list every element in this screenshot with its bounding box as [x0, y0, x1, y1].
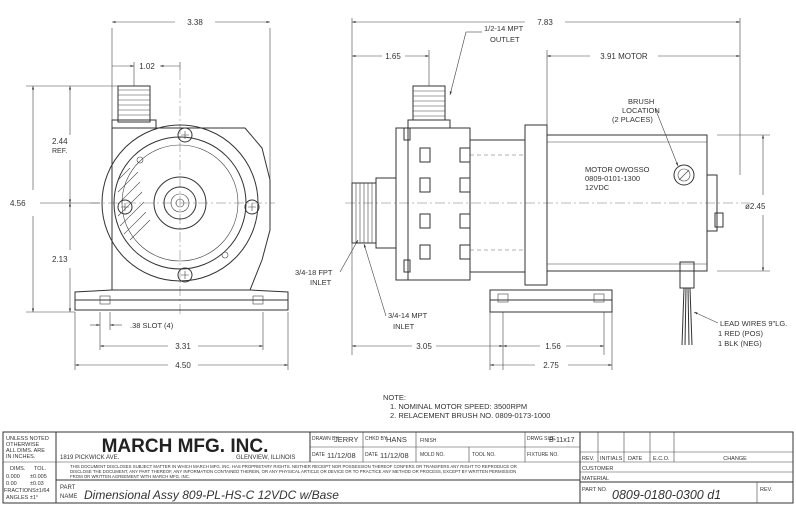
tol-l3: ALL DIMS. ARE — [6, 448, 45, 454]
fixture-label: FIXTURE NO. — [527, 452, 559, 458]
callout-lead-l3: 1 BLK (NEG) — [718, 339, 762, 348]
outlet-fitting — [111, 85, 157, 129]
company-street: 1819 PICKWICK AVE. — [60, 455, 120, 461]
drawn-label: DRAWN BY — [312, 436, 339, 442]
side-view — [345, 18, 770, 370]
callout-motor-l2: 0809-0101-1300 — [585, 174, 640, 183]
dim-outlet-offset: 1.02 — [139, 62, 155, 71]
drawn-by: JERRY — [334, 435, 358, 444]
tol-angles: ANGLES ±1° — [6, 495, 38, 501]
dim-outlet-from-face: 1.65 — [385, 52, 401, 61]
tol-t1: ±0.005 — [30, 474, 47, 480]
drwg-size: B-11x17 — [549, 437, 575, 444]
notes: NOTE: 1. NOMINAL MOTOR SPEED: 3500RPM 2.… — [383, 393, 550, 420]
callout-outlet-label: OUTLET — [490, 35, 520, 44]
initials-hdr: INITIALS — [600, 456, 623, 462]
rev-label: REV. — [760, 487, 773, 493]
dim-base-span-total: 2.75 — [543, 361, 559, 370]
date-hdr: DATE — [628, 456, 643, 462]
dim-overall-height: 4.56 — [10, 199, 26, 208]
side-inlet-fitting — [351, 177, 397, 249]
dim-motor-diameter: ø2.45 — [745, 202, 766, 211]
dim-slot: .38 SLOT (4) — [130, 321, 174, 330]
callout-brush-l2: LOCATION — [622, 106, 660, 115]
rev-hdr: REV. — [582, 456, 595, 462]
dim-base-inner: 3.31 — [175, 342, 191, 351]
callout-motor-l1: MOTOR OWOSSO — [585, 165, 650, 174]
dim-ref-label: REF. — [52, 148, 67, 155]
date-label-1: DATE — [312, 452, 326, 458]
tol-l2: OTHERWISE — [6, 442, 40, 448]
tol-fractions: FRACTIONS±1/64 — [4, 488, 50, 494]
material-label: MATERIAL — [582, 476, 609, 482]
callout-brush-l1: BRUSH — [628, 97, 654, 106]
tol-dims-hdr: DIMS. — [10, 466, 26, 472]
change-hdr: CHANGE — [723, 456, 747, 462]
eco-hdr: E.C.O. — [653, 456, 670, 462]
callout-lead-l2: 1 RED (POS) — [718, 329, 764, 338]
chkd-label: CHKD BY — [365, 436, 388, 442]
motor-body — [546, 134, 724, 272]
dim-ref-height: 2.44 — [52, 137, 68, 146]
date-1: 11/12/08 — [327, 451, 356, 460]
company-city: GLENVIEW, ILLINOIS — [236, 455, 295, 461]
date-label-2: DATE — [365, 452, 379, 458]
finish-label: FINISH — [420, 438, 437, 444]
callout-brush-l3: (2 PLACES) — [612, 115, 653, 124]
brush-location — [673, 164, 695, 186]
dim-motor-length: 3.91 MOTOR — [600, 52, 648, 61]
tol-d2: 0.00 — [6, 481, 17, 487]
customer-label: CUSTOMER — [582, 466, 613, 472]
dim-overall-length: 7.83 — [537, 18, 553, 27]
front-dimensions: 3.38 1.02 4.56 2.44 REF. 2.13 .38 SLOT (… — [10, 18, 288, 370]
callouts: 1/2-14 MPT OUTLET BRUSH LOCATION (2 PLAC… — [295, 24, 787, 348]
dim-base-outer: 4.50 — [175, 361, 191, 370]
drwg-label: DRWG SIZE — [527, 436, 556, 442]
part-no: 0809-0180-0300 d1 — [612, 488, 721, 502]
part-label: PART — [60, 485, 76, 491]
callout-lead-l1: LEAD WIRES 9"LG. — [720, 319, 787, 328]
disclaimer-1: THIS DOCUMENT DISCLOSES SUBJECT MATTER I… — [70, 464, 517, 469]
dim-inlet-to-base: 3.05 — [416, 342, 432, 351]
tol-d1: 0.000 — [6, 474, 20, 480]
dim-base-span-right: 1.56 — [545, 342, 561, 351]
lead-wires — [679, 261, 695, 346]
tol-t2: ±0.03 — [30, 481, 44, 487]
title-block: UNLESS NOTED OTHERWISE ALL DIMS. ARE IN … — [2, 431, 794, 504]
company-name: MARCH MFG. INC. — [102, 436, 269, 457]
callout-inlet-fpt-label: INLET — [310, 278, 332, 287]
dim-front-width: 3.38 — [187, 18, 203, 27]
callout-motor-l3: 12VDC — [585, 183, 610, 192]
part-no-label: PART NO. — [582, 487, 608, 493]
front-view — [26, 28, 289, 370]
screw-bosses — [117, 127, 260, 283]
part-name: Dimensional Assy 809-PL-HS-C 12VDC w/Bas… — [84, 488, 339, 502]
side-base — [489, 289, 613, 313]
tool-label: TOOL NO. — [472, 452, 496, 458]
note-2: 2. RELACEMENT BRUSH NO. 0809-0173-1000 — [390, 411, 550, 420]
callout-inlet-fpt-size: 3/4-18 FPT — [295, 268, 333, 277]
side-outlet-fitting — [407, 85, 451, 129]
name-label: NAME — [60, 494, 77, 500]
front-base — [74, 289, 289, 311]
side-dimensions: 7.83 1.65 3.91 MOTOR ø2.45 3.05 1.56 2.7… — [352, 18, 766, 370]
chkd-by: HANS — [386, 435, 407, 444]
callout-outlet-size: 1/2-14 MPT — [484, 24, 524, 33]
disclaimer-3: FROM OR WRITTEN AGREEMENT WITH MARCH MFG… — [70, 474, 190, 479]
note-1: 1. NOMINAL MOTOR SPEED: 3500RPM — [390, 402, 527, 411]
callout-inlet-mpt-size: 3/4-14 MPT — [388, 311, 428, 320]
date-2: 11/12/08 — [380, 451, 409, 460]
mold-label: MOLD NO. — [420, 452, 445, 458]
tol-tol-hdr: TOL. — [34, 466, 47, 472]
disclaimer-2: DISCLOSE THE DOCUMENT, ANY PART THEREOF,… — [70, 469, 516, 474]
callout-inlet-mpt-label: INLET — [393, 322, 415, 331]
note-heading: NOTE: — [383, 393, 406, 402]
dim-lower-height: 2.13 — [52, 255, 68, 264]
tol-l4: IN INCHES. — [6, 454, 36, 460]
tol-l1: UNLESS NOTED — [6, 436, 49, 442]
